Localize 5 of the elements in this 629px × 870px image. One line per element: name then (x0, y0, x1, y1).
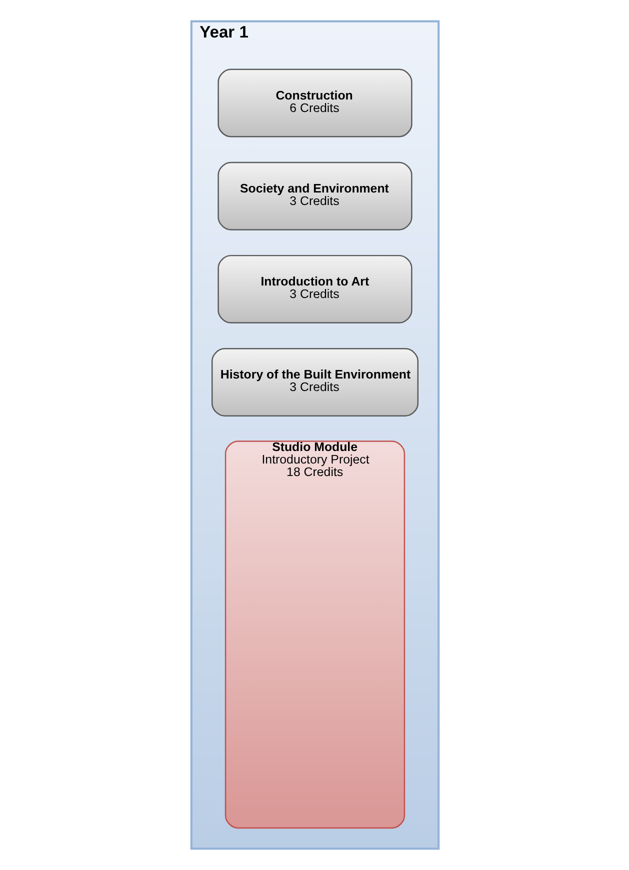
node-box: Construction 6 Credits (217, 68, 412, 138)
node-box: Introduction to Art 3 Credits (217, 254, 412, 324)
node-box: History of the Built Environment 3 Credits (210, 348, 418, 416)
node-box: Studio Module Introductory Project 18 Credits (224, 440, 405, 829)
node-box: Society and Environment 3 Credits (217, 162, 412, 230)
